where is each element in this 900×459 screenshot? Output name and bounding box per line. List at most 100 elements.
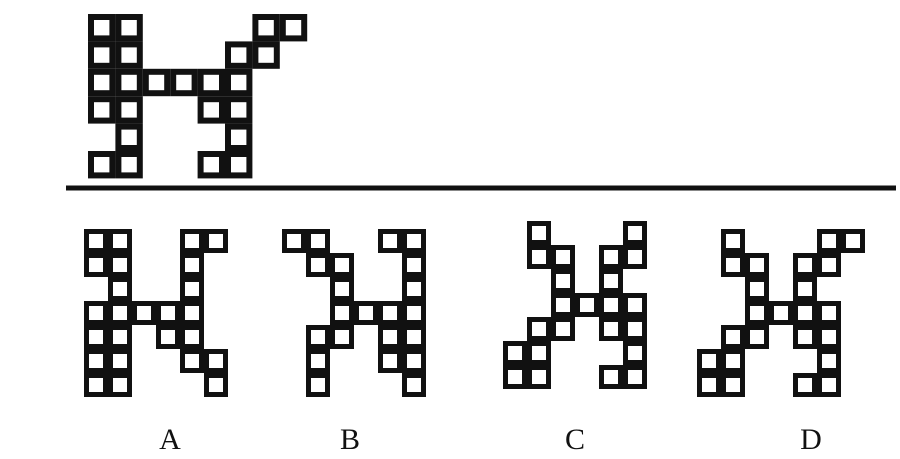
option-d-cell-hole — [822, 330, 836, 344]
option-c-cell-hole — [532, 370, 546, 384]
option-d-cell-hole — [726, 330, 740, 344]
option-b-cell-hole — [311, 378, 325, 392]
option-a-cell-hole — [113, 258, 127, 272]
option-a-cell-hole — [113, 330, 127, 344]
option-label-c: C — [545, 422, 605, 458]
option-c-cell-hole — [508, 346, 522, 360]
option-d-cell-hole — [798, 378, 812, 392]
option-b-cell-hole — [311, 258, 325, 272]
option-a-cell-hole — [161, 306, 175, 320]
option-d-cell-hole — [750, 330, 764, 344]
option-b-cell-hole — [311, 234, 325, 248]
option-d-cell-hole — [726, 258, 740, 272]
option-d-cell-hole — [702, 378, 716, 392]
option-d-cell-hole — [750, 258, 764, 272]
option-a-cell-hole — [113, 282, 127, 296]
option-a-cell-hole — [89, 378, 103, 392]
option-c-cell-hole — [628, 346, 642, 360]
option-c-cell-hole — [628, 250, 642, 264]
option-b-cell-hole — [407, 378, 421, 392]
question-cell-hole — [121, 130, 136, 145]
option-a-cell-hole — [113, 234, 127, 248]
option-d-cell-hole — [798, 306, 812, 320]
option-a-cell-hole — [89, 354, 103, 368]
option-a-figure[interactable] — [84, 229, 228, 397]
option-b-cell-hole — [311, 330, 325, 344]
question-cell-hole — [94, 102, 109, 117]
option-c-cell-hole — [532, 250, 546, 264]
option-d-cell-hole — [846, 234, 860, 248]
option-d-cell-hole — [822, 354, 836, 368]
question-cell-hole — [286, 20, 301, 35]
question-cell-hole — [94, 20, 109, 35]
option-b-cell-hole — [407, 354, 421, 368]
question-cell-hole — [94, 157, 109, 172]
option-b-cell-hole — [407, 330, 421, 344]
option-b-cell-hole — [383, 354, 397, 368]
question-cell-hole — [121, 102, 136, 117]
option-b-cell-hole — [407, 234, 421, 248]
option-c-figure[interactable] — [503, 221, 647, 389]
option-c-cell-hole — [580, 298, 594, 312]
option-a-cell-hole — [209, 378, 223, 392]
option-c-cell-hole — [556, 298, 570, 312]
question-cell-hole — [258, 20, 273, 35]
question-cell-hole — [121, 47, 136, 62]
question-cell-hole — [149, 75, 164, 90]
option-c-cell-hole — [628, 322, 642, 336]
question-cell-hole — [204, 75, 219, 90]
option-b-cell-hole — [335, 330, 349, 344]
option-d-cell-hole — [726, 354, 740, 368]
question-cell-hole — [94, 47, 109, 62]
question-cell-hole — [121, 157, 136, 172]
option-b-cell-hole — [383, 234, 397, 248]
option-b-cell-hole — [407, 258, 421, 272]
option-d-cell-hole — [798, 258, 812, 272]
option-d-cell-hole — [750, 282, 764, 296]
option-d-cell-hole — [822, 306, 836, 320]
question-cell-hole — [94, 75, 109, 90]
option-b-cell-hole — [335, 306, 349, 320]
option-d-cell-hole — [822, 378, 836, 392]
option-c-cell-hole — [508, 370, 522, 384]
option-a-cell-hole — [185, 258, 199, 272]
option-b-cell-hole — [359, 306, 373, 320]
option-a-cell-hole — [185, 354, 199, 368]
question-cell-hole — [231, 130, 246, 145]
option-a-cell-hole — [89, 234, 103, 248]
option-a-cell-hole — [209, 234, 223, 248]
option-b-cell-hole — [287, 234, 301, 248]
option-b-cell-hole — [335, 282, 349, 296]
option-a-cell-hole — [185, 234, 199, 248]
option-d-figure[interactable] — [697, 229, 865, 397]
option-a-cell-hole — [137, 306, 151, 320]
option-c-cell-hole — [628, 370, 642, 384]
option-c-cell-hole — [532, 322, 546, 336]
option-d-cell-hole — [750, 306, 764, 320]
option-b-cell-hole — [407, 282, 421, 296]
option-d-cell-hole — [822, 258, 836, 272]
option-d-cell-hole — [774, 306, 788, 320]
question-cell-hole — [204, 102, 219, 117]
question-cell-hole — [231, 47, 246, 62]
option-c-cell-hole — [604, 250, 618, 264]
option-c-cell-hole — [532, 346, 546, 360]
question-cell-hole — [121, 75, 136, 90]
option-label-a: A — [140, 422, 200, 458]
option-c-cell-hole — [532, 226, 546, 240]
option-d-cell-hole — [726, 234, 740, 248]
question-cell-hole — [258, 47, 273, 62]
option-c-cell-hole — [556, 250, 570, 264]
option-b-figure[interactable] — [282, 229, 426, 397]
option-d-cell-hole — [822, 234, 836, 248]
question-cell-hole — [121, 20, 136, 35]
option-c-cell-hole — [556, 274, 570, 288]
option-a-cell-hole — [209, 354, 223, 368]
option-b-cell-hole — [383, 330, 397, 344]
option-c-cell-hole — [628, 226, 642, 240]
option-a-cell-hole — [185, 282, 199, 296]
option-label-b: B — [320, 422, 380, 458]
option-c-cell-hole — [556, 322, 570, 336]
question-cell-hole — [204, 157, 219, 172]
